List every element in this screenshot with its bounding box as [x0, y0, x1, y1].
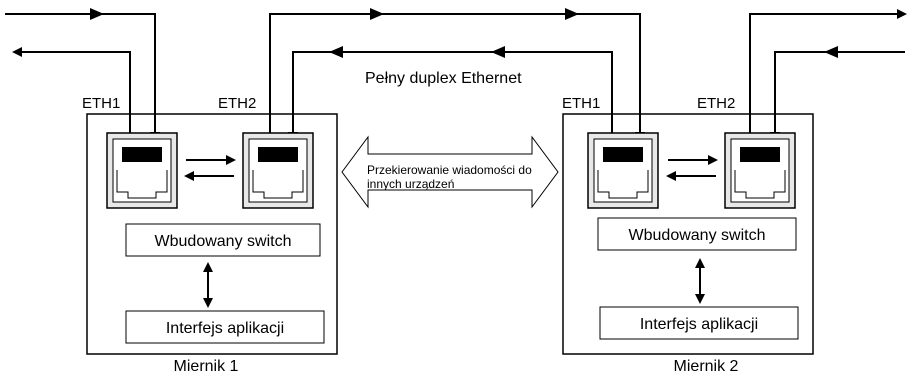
arrow-marker	[329, 46, 343, 58]
forwarding-text-line-1: Przekierowanie wiadomości do	[367, 163, 532, 177]
meter-1-eth1-port-icon	[106, 132, 178, 209]
arrow-marker	[824, 46, 838, 58]
forwarding-double-arrow: Przekierowanie wiadomości do innych urzą…	[341, 135, 559, 209]
meter-1-port1-label: ETH1	[82, 95, 120, 112]
line-mid-top	[269, 13, 645, 142]
meter-2-eth1-port-icon	[587, 132, 659, 209]
arrow-marker	[90, 8, 104, 20]
line-right-out-top	[749, 9, 907, 140]
diagram-title: Pełny duplex Ethernet	[365, 70, 522, 87]
arrow-marker	[491, 46, 505, 58]
meter-2-interface-box	[599, 306, 799, 340]
line-right-out-bottom	[770, 51, 905, 142]
meter-1-eth2-port-icon	[242, 132, 314, 209]
meter-1-port2-label: ETH2	[218, 95, 256, 112]
meter-1-box	[86, 113, 338, 355]
arrow-marker	[565, 8, 579, 20]
line-left-out-bottom	[12, 47, 131, 140]
meter-2-port1-label: ETH1	[562, 95, 600, 112]
meter-1-interface-label: Interfejs aplikacji	[166, 320, 284, 337]
arrow-marker	[370, 8, 384, 20]
meter-2-switch-label: Wbudowany switch	[629, 227, 766, 244]
line-left-out-top	[5, 13, 160, 142]
forwarding-text-line-2: innych urządzeń	[367, 177, 454, 191]
ethernet-lines	[5, 9, 907, 142]
meter-2-switch-box	[597, 217, 797, 251]
meter-2-eth2-port-icon	[724, 132, 796, 209]
flow-arrows	[90, 8, 838, 58]
meter-1: ETH1 ETH2 Wbudowany switch Interfejs apl…	[82, 95, 338, 375]
meter-1-switch-label: Wbudowany switch	[155, 233, 292, 250]
meter-2-port2-label: ETH2	[697, 95, 735, 112]
line-mid-bottom	[288, 51, 613, 142]
meter-1-switch-box	[125, 223, 321, 257]
meter-2-interface-label: Interfejs aplikacji	[640, 316, 758, 333]
meter-2-box	[562, 113, 814, 355]
meter-1-interface-box	[125, 310, 325, 344]
meter-2: ETH1 ETH2 Wbudowany switch Interfejs apl…	[562, 95, 814, 375]
meter-1-name: Miernik 1	[174, 358, 239, 375]
meter-2-name: Miernik 2	[674, 358, 739, 375]
